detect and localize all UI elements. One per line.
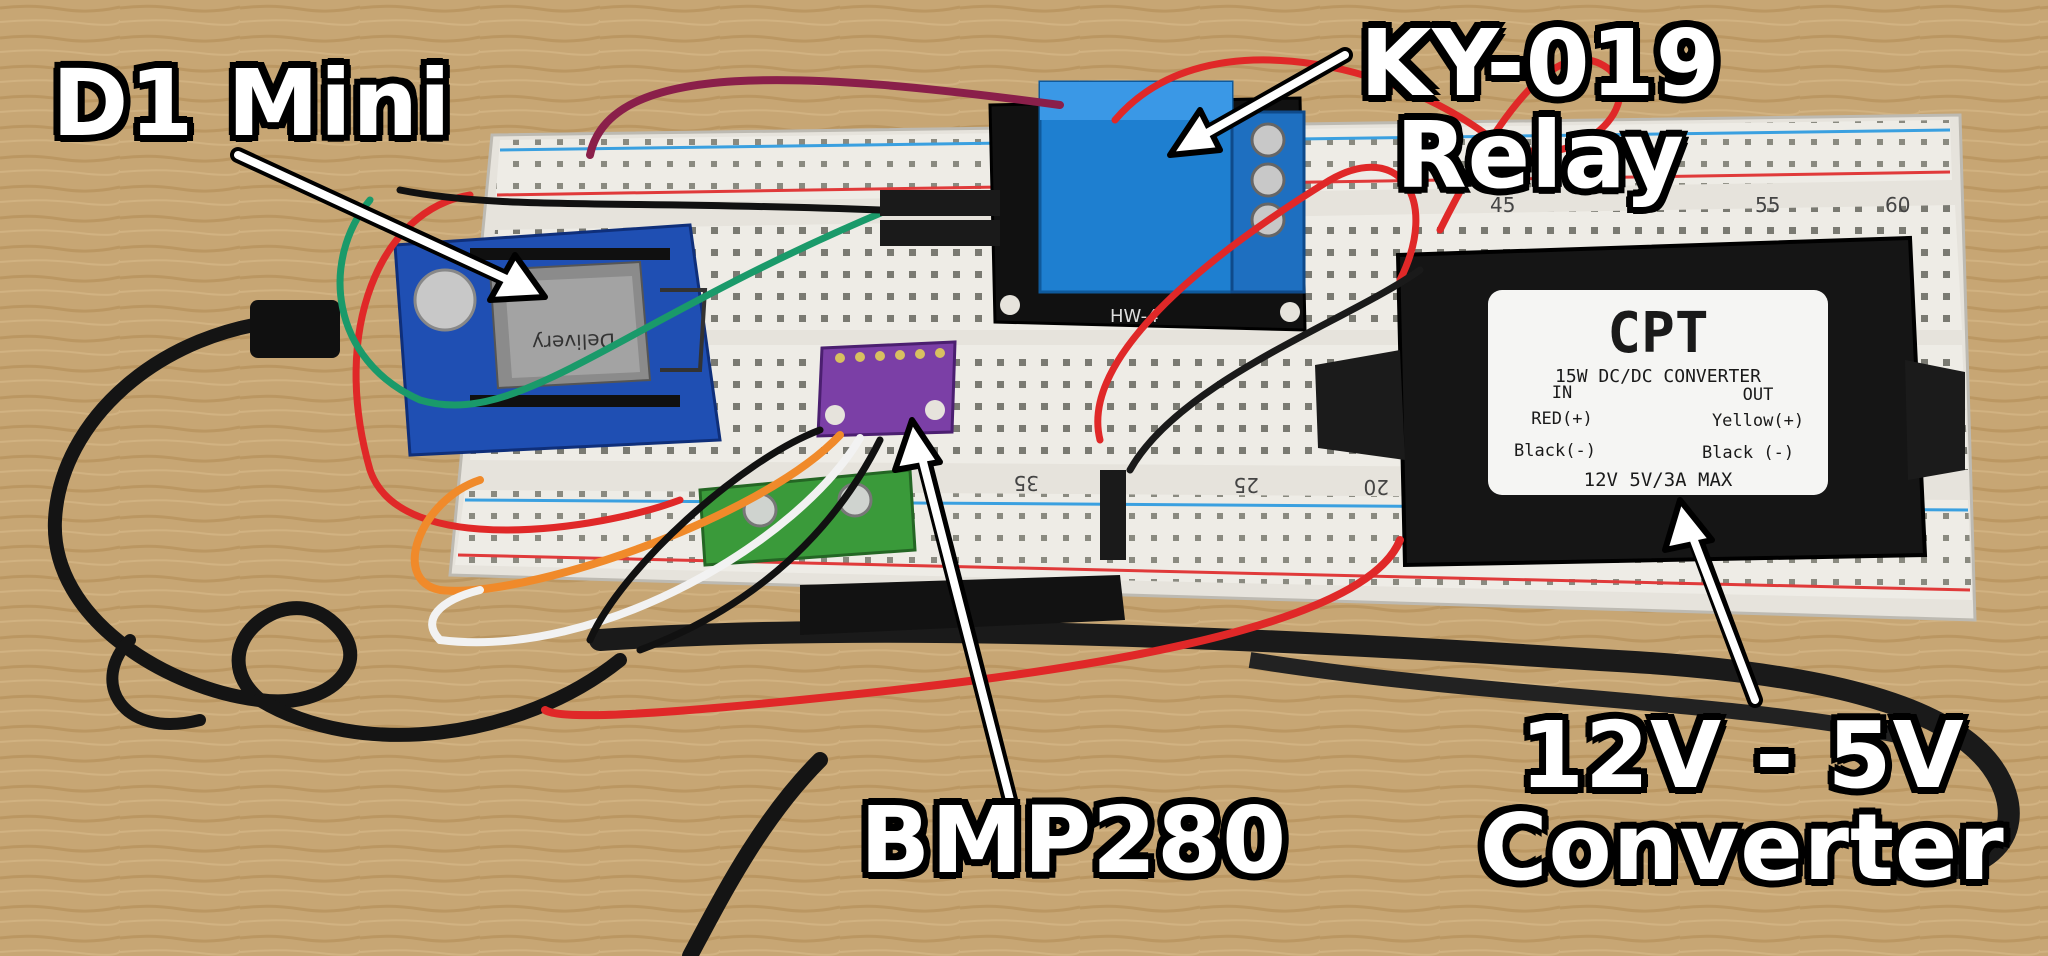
converter-spec: 15W DC/DC CONVERTER [1555,366,1761,387]
converter-rating: 12V 5V/3A MAX [1584,469,1733,491]
relay-label-line2: Relay [1395,102,1685,209]
dc-cable [589,620,2020,883]
breadboard-number-60: 60 [1885,193,1910,217]
d1-mini-label-text: D1 Mini [52,50,452,157]
converter-label-line2: Converter [1480,794,2005,901]
breadboard-number-20: 20 [1364,475,1389,499]
bmp280-module [816,340,957,438]
converter-sticker [1488,290,1828,495]
converter-yellow-label: Yellow(+) [1712,411,1804,431]
usb-cable [47,300,828,956]
breadboard-number-35: 35 [1014,471,1039,495]
converter-brand: CPT [1607,301,1708,366]
arrow-d1-mini [230,147,548,303]
converter-label: 12V - 5V Converter [1480,710,2005,894]
jumper-wires [336,56,1624,720]
breadboard-number-25: 25 [1234,473,1259,497]
bmp280-label: BMP280 [860,795,1287,887]
breadboard-number-45: 45 [1490,193,1515,217]
d1-mini-board: Delivery [393,223,722,457]
bmp280-label-text: BMP280 [860,787,1288,894]
relay-label: KY-019 Relay [1360,18,1721,202]
converter-box: CPT 15W DC/DC CONVERTER IN OUT RED(+) Ye… [1315,235,1965,568]
converter-black-in-label: Black(-) [1514,441,1596,461]
d1-mini-label: D1 Mini [52,58,452,150]
converter-label-line1: 12V - 5V [1520,702,1965,809]
annotation-arrows [230,47,1763,808]
converter-black-out-label: Black (-) [1702,443,1794,463]
converter-out-label: OUT [1743,385,1774,405]
arrow-bmp280 [892,417,1018,808]
relay-module: HW-4 [988,80,1307,332]
converter-red-label: RED(+) [1531,409,1592,429]
arrow-relay [1167,47,1353,158]
arrow-converter [1662,497,1763,708]
breadboard-number-55: 55 [1755,193,1780,217]
relay-label-line1: KY-019 [1360,10,1721,117]
converter-in-label: IN [1552,383,1572,403]
